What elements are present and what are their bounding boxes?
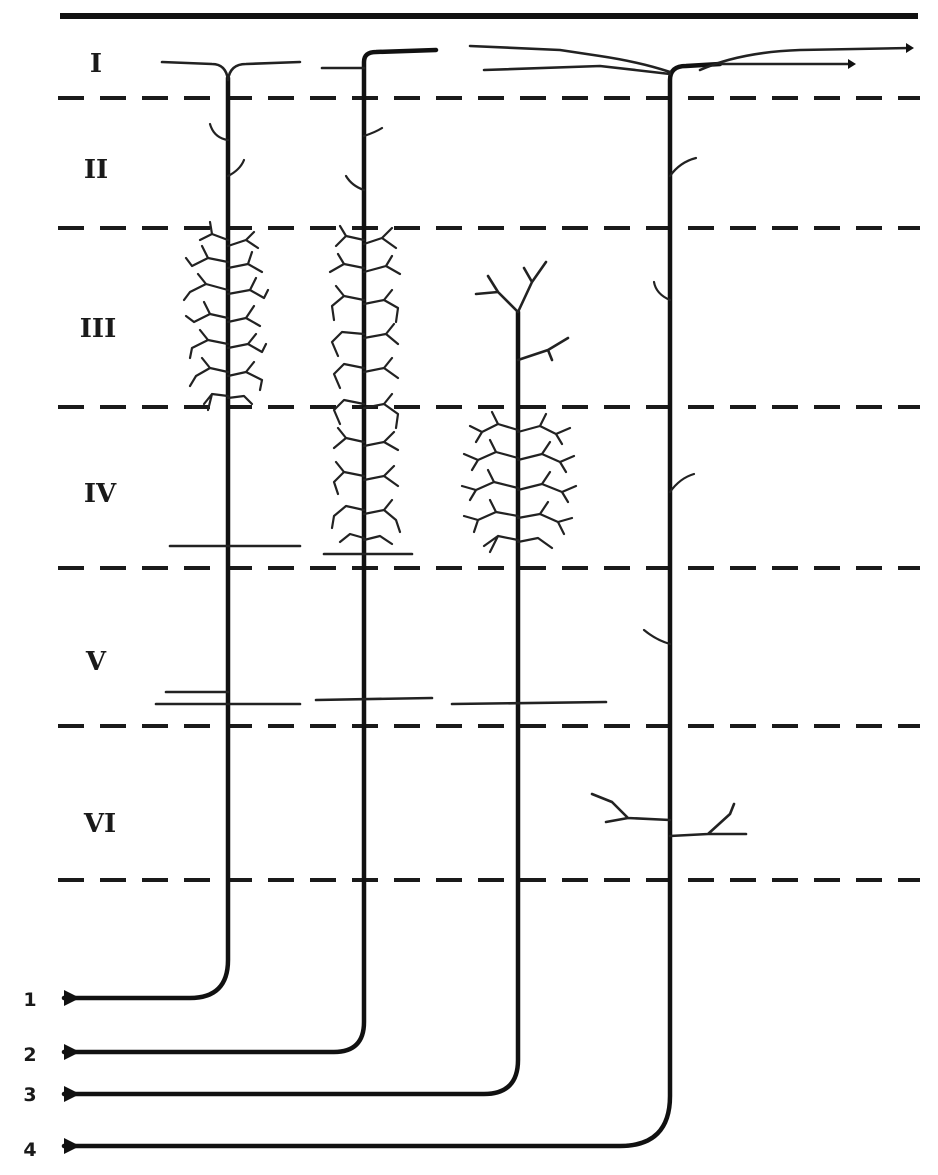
axon-2-arrowhead <box>64 1044 80 1060</box>
axon-4-layer-I-branch-left-lower <box>482 64 672 76</box>
axon-3-layer-III-branch-left <box>474 274 520 314</box>
axon-1-layer-I-branch-left <box>160 60 230 82</box>
axon-4-twig <box>668 156 698 178</box>
input-label-3: 3 <box>23 1084 36 1106</box>
afferent-axon-3 <box>61 260 608 1102</box>
input-label-1: 1 <box>23 989 36 1011</box>
axon-4-twig <box>668 472 696 494</box>
axon-2-twig <box>344 174 366 192</box>
axon-1-trunk <box>61 75 231 1001</box>
axon-1-arrowhead <box>64 990 80 1006</box>
axon-1-layer-V-collateral <box>154 690 302 706</box>
axon-1-twig <box>226 158 246 178</box>
axon-3-trunk <box>61 309 521 1097</box>
layer-label-II: II <box>84 155 108 185</box>
axon-4-arrowhead <box>64 1138 80 1154</box>
layer-label-V: V <box>85 647 107 677</box>
layer-label-I: I <box>90 49 102 79</box>
axon-2-twig <box>362 126 384 138</box>
layer-label-VI: VI <box>83 809 116 839</box>
input-label-4: 4 <box>23 1139 36 1161</box>
layer-label-III: III <box>80 314 117 344</box>
axon-1-layer-III-arbor <box>182 220 270 412</box>
axon-2-layer-III-IV-arbor <box>328 224 402 546</box>
axon-4-layer-I-branch-right-upper <box>698 46 912 72</box>
arrow-tip <box>848 59 856 69</box>
afferent-axon-4 <box>61 43 914 1154</box>
input-labels: 1 2 3 4 <box>23 989 36 1161</box>
afferent-axon-1 <box>61 60 302 1006</box>
axon-1-layer-I-branch-right <box>226 60 302 82</box>
axon-3-layer-V-collateral <box>450 700 608 706</box>
axon-3-layer-III-side-branch <box>516 336 570 362</box>
axon-4-layer-VI-branch-right <box>668 802 748 838</box>
axon-3-arrowhead <box>64 1086 80 1102</box>
axon-3-layer-IV-arbor <box>460 410 578 554</box>
axon-1-twig <box>208 122 230 142</box>
input-label-2: 2 <box>23 1044 36 1066</box>
axon-4-twig <box>652 280 672 302</box>
axon-4-trunk <box>61 61 723 1149</box>
axon-3-layer-III-branch-right <box>516 260 548 314</box>
axon-4-twig <box>642 628 672 646</box>
axon-2-trunk <box>61 47 439 1055</box>
axon-4-layer-VI-branch-left <box>590 792 672 824</box>
arrow-tip <box>906 43 914 53</box>
layer-labels: I II III IV V VI <box>80 49 117 839</box>
afferent-axon-2 <box>61 47 439 1060</box>
axon-4-layer-I-branch-left <box>468 44 672 74</box>
axon-2-layer-V-collateral <box>314 696 434 702</box>
layer-boundaries <box>58 96 920 882</box>
layer-label-IV: IV <box>84 479 117 509</box>
